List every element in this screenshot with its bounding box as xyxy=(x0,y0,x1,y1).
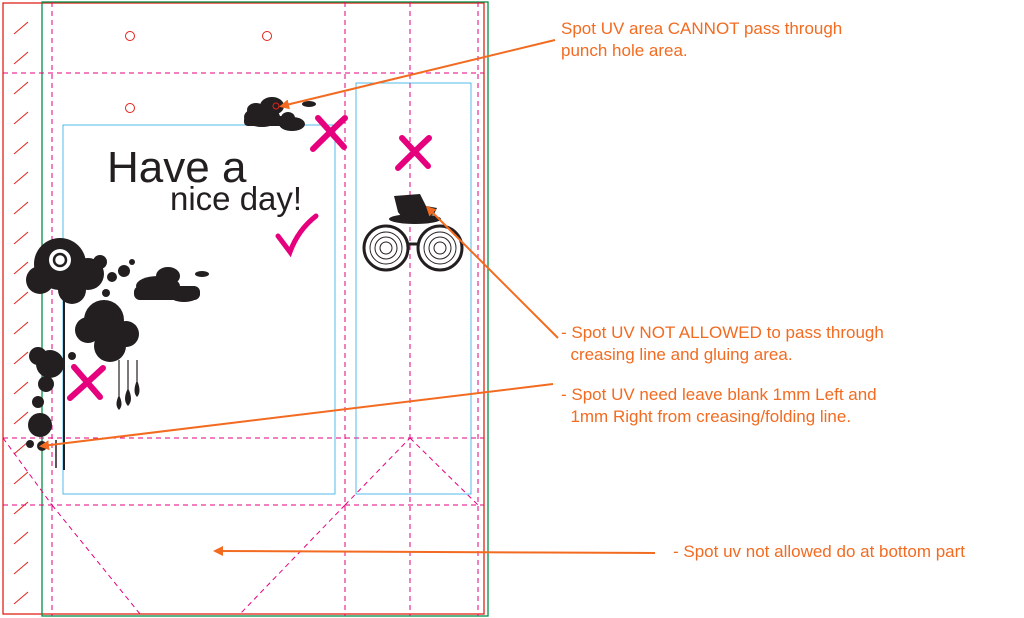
cross-mark-icon xyxy=(395,135,432,171)
arrow-blank-margin xyxy=(39,383,554,451)
note-blank-line2: 1mm Right from creasing/folding line. xyxy=(561,407,852,426)
annotation-arrows xyxy=(39,39,656,557)
artwork-headline: Have a xyxy=(107,143,247,192)
creasing-lines xyxy=(2,2,484,616)
check-mark-icon xyxy=(275,213,319,258)
artwork-subline: nice day! xyxy=(170,180,303,217)
arrow-punch-hole xyxy=(279,39,556,110)
cloud-icon xyxy=(244,97,316,131)
cloud-icon xyxy=(134,267,209,302)
note-punch-hole-line2: punch hole area. xyxy=(561,41,688,60)
side-panel-safe-zone xyxy=(355,82,472,495)
hat-icon xyxy=(389,194,441,224)
gear-bubble-icon xyxy=(26,238,139,451)
note-blank-line1: - Spot UV need leave blank 1mm Left and xyxy=(561,385,877,404)
note-punch-hole-line1: Spot UV area CANNOT pass through xyxy=(561,19,843,38)
punch-holes xyxy=(125,31,272,113)
cross-mark-icon xyxy=(67,364,106,401)
gluing-area-hatch xyxy=(13,21,29,605)
note-bottom-part: - Spot uv not allowed do at bottom part xyxy=(673,542,966,561)
note-creasing-line1: - Spot UV NOT ALLOWED to pass through xyxy=(561,323,884,342)
drip-icon xyxy=(116,360,140,410)
cross-mark-icon xyxy=(310,115,348,152)
glasses-icon xyxy=(362,224,464,272)
trim-outline xyxy=(41,1,489,617)
arrow-creasing xyxy=(425,205,559,339)
bleed-outline xyxy=(2,2,485,615)
arrow-bottom-part xyxy=(213,546,656,557)
note-creasing-line2: creasing line and gluing area. xyxy=(561,345,793,364)
